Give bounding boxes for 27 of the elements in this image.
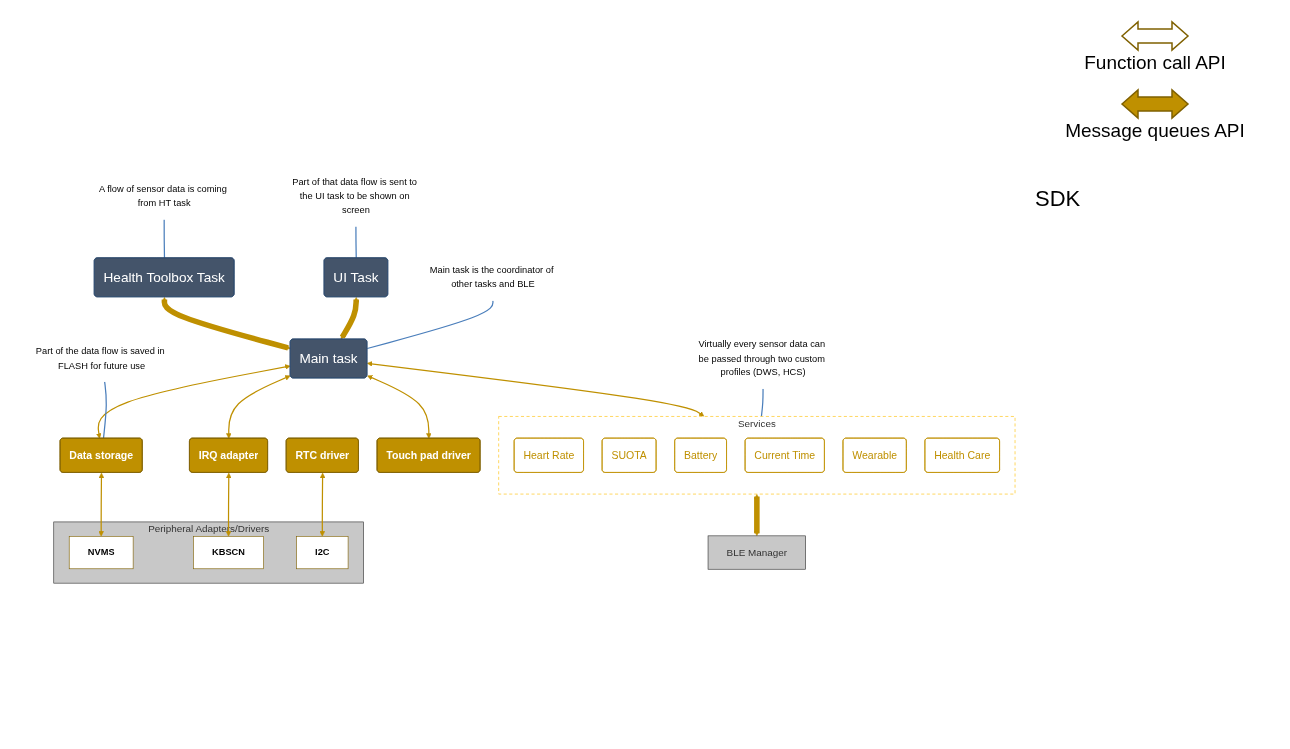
legend-label: Function call API bbox=[1084, 52, 1226, 74]
connector bbox=[163, 218, 166, 259]
node-text: A flow of sensor data is coming from HT task bbox=[98, 183, 227, 208]
connector bbox=[366, 299, 494, 350]
arrow bbox=[225, 472, 232, 537]
node-text: Virtually every sensor data can be passed through two custom profiles (DWS, HCS) bbox=[698, 338, 826, 378]
connector bbox=[355, 225, 357, 259]
arrow bbox=[226, 375, 291, 439]
section-label: SDK bbox=[1035, 186, 1081, 212]
arrow bbox=[367, 375, 432, 439]
arrow bbox=[339, 297, 359, 340]
connector bbox=[102, 381, 107, 439]
node-box: KBSCN bbox=[193, 535, 264, 570]
arrow bbox=[366, 361, 705, 417]
node-text: Part of that data flow is sent to the UI task to be shown on screen bbox=[292, 176, 418, 215]
arrow bbox=[96, 364, 291, 439]
legend-label: Message queues API bbox=[1065, 120, 1245, 142]
arrow bbox=[319, 472, 326, 537]
node-text: Part of the data flow is saved in FLASH for future use bbox=[35, 345, 165, 371]
node-box: NVMS bbox=[68, 535, 134, 570]
arrow bbox=[98, 472, 105, 537]
arrow bbox=[754, 494, 760, 537]
connector bbox=[760, 387, 764, 417]
node-text: Main task is the coordinator of other tasks and BLE bbox=[429, 264, 554, 289]
arrow bbox=[161, 297, 291, 351]
node-box: I2C bbox=[296, 535, 349, 570]
node-box: BLE Manager bbox=[707, 535, 806, 570]
